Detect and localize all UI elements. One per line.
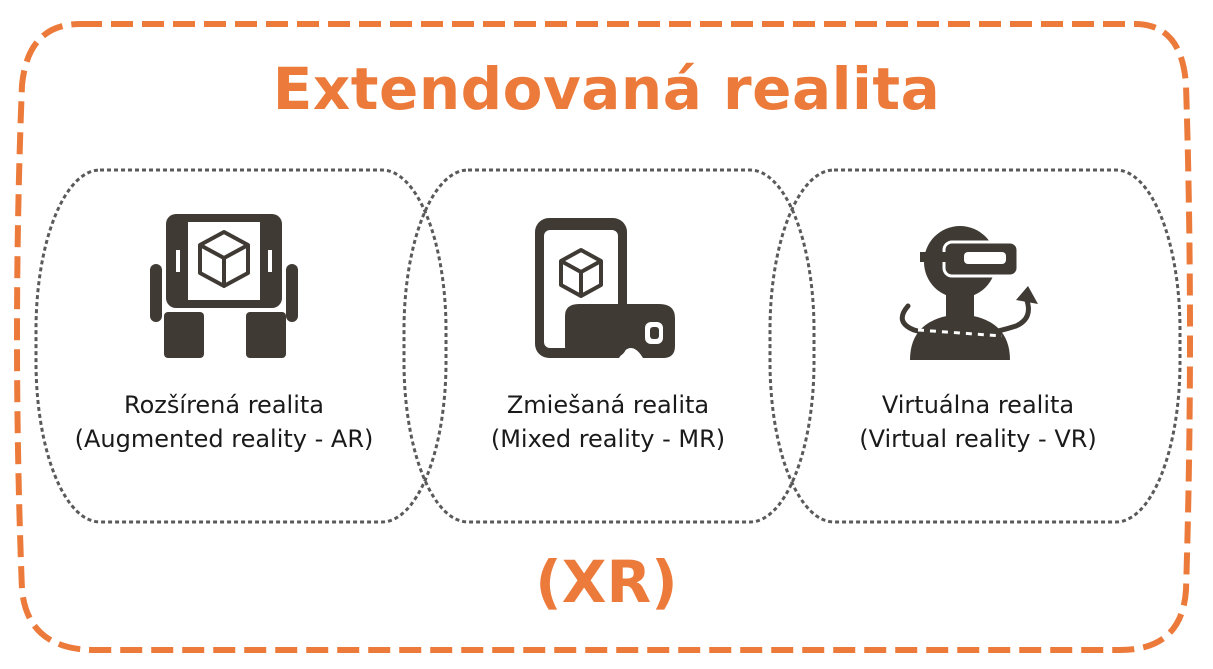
xr-abbreviation: (XR) xyxy=(535,548,678,616)
xr-outer-boundary xyxy=(14,21,1193,653)
mr-label-english: (Mixed reality - MR) xyxy=(490,425,726,453)
vr-segment-outline xyxy=(768,168,1182,524)
diagram-title: Extendovaná realita xyxy=(272,55,941,123)
mr-phone-headset-icon xyxy=(535,218,675,358)
vr-user-headset-icon xyxy=(899,226,1038,360)
ar-tablet-hands-icon xyxy=(150,214,298,358)
vr-label: Virtuálna realita (Virtual reality - VR) xyxy=(788,388,1168,456)
ar-label-name: Rozšírená realita xyxy=(124,391,324,419)
vr-label-english: (Virtual reality - VR) xyxy=(859,425,1097,453)
ar-label: Rozšírená realita (Augmented reality - A… xyxy=(34,388,414,456)
vr-label-name: Virtuálna realita xyxy=(881,391,1075,419)
ar-segment-outline xyxy=(34,168,448,524)
mr-label-name: Zmiešaná realita xyxy=(506,391,710,419)
ar-label-english: (Augmented reality - AR) xyxy=(74,425,374,453)
mr-label: Zmiešaná realita (Mixed reality - MR) xyxy=(418,388,798,456)
mr-segment-outline xyxy=(402,168,816,524)
